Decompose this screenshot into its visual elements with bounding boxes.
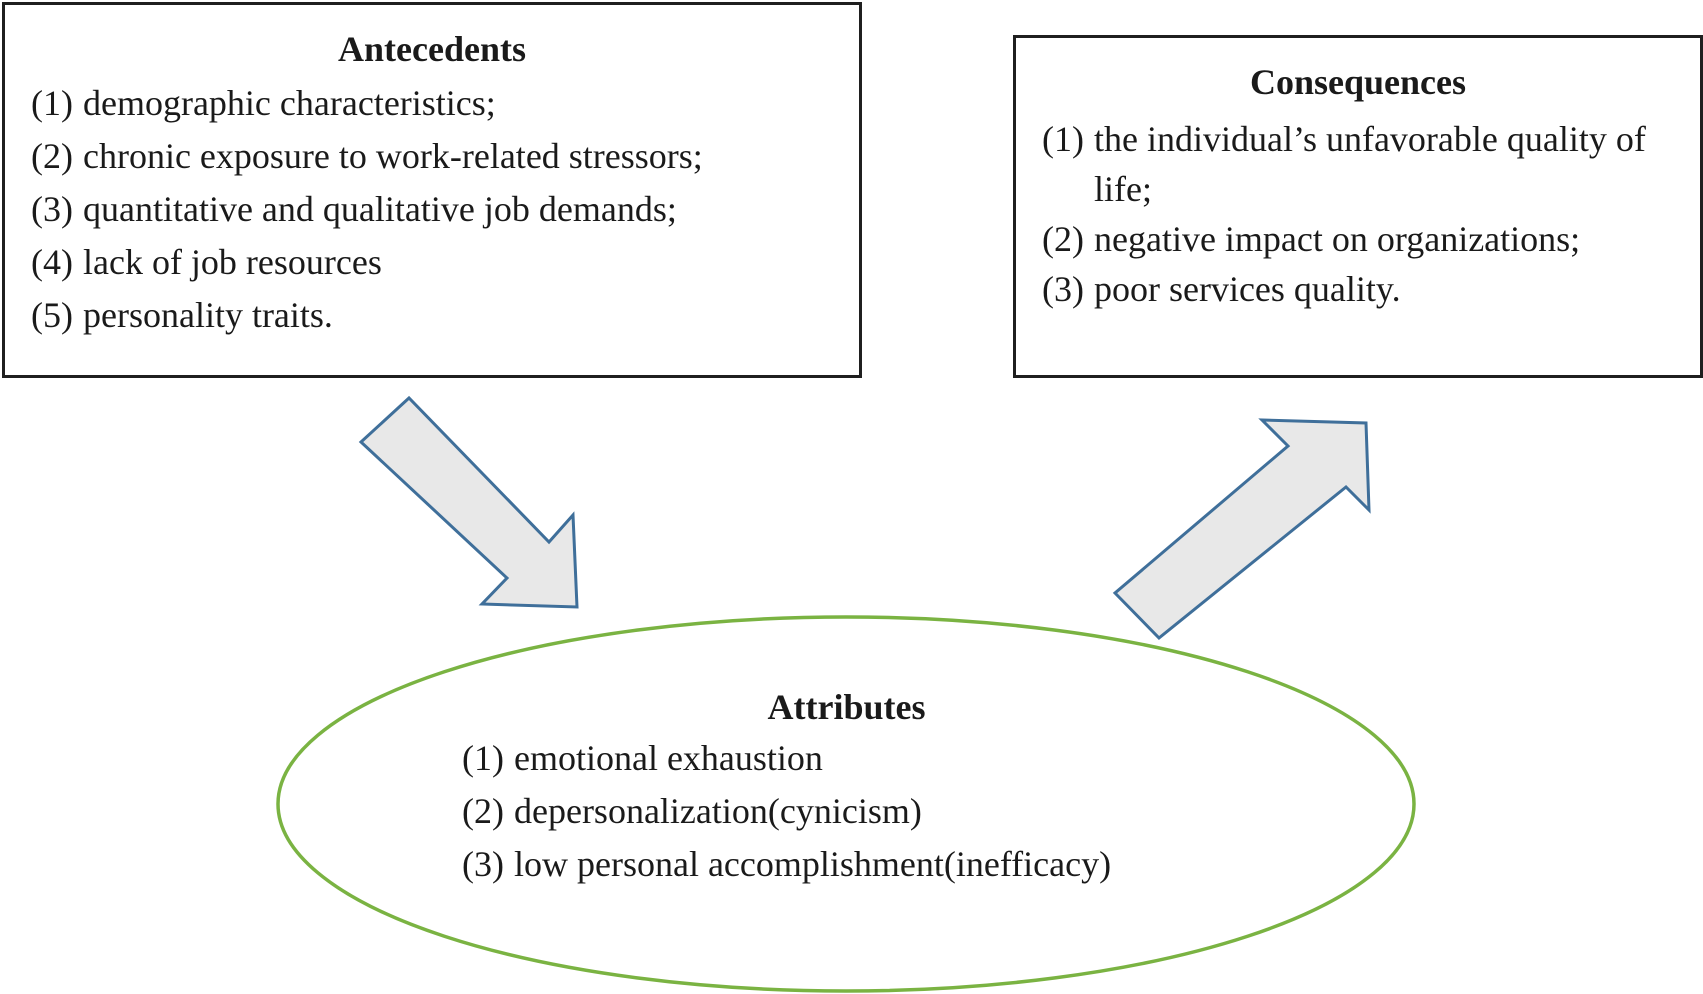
item-number: (1) <box>462 738 504 778</box>
list-item: (1) emotional exhaustion <box>462 732 1231 785</box>
attributes-list: (1) emotional exhaustion (2) depersonali… <box>462 732 1231 891</box>
item-text: chronic exposure to work-related stresso… <box>82 136 703 176</box>
item-number: (2) <box>462 791 504 831</box>
list-item: (4) lack of job resources <box>31 236 703 289</box>
antecedents-box: Antecedents (1) demographic characterist… <box>2 2 862 378</box>
item-text: lack of job resources <box>82 242 382 282</box>
list-item: (3) poor services quality. <box>1042 264 1654 314</box>
item-text: negative impact on organizations; <box>1093 219 1581 259</box>
arrow-attributes-to-consequences <box>1112 418 1371 641</box>
arrow-antecedents-to-attributes <box>358 395 579 609</box>
item-text: demographic characteristics; <box>82 83 496 123</box>
item-text: depersonalization(cynicism) <box>513 791 922 831</box>
antecedents-title: Antecedents <box>338 29 526 69</box>
item-number: (1) <box>1042 119 1084 159</box>
item-number: (2) <box>31 136 73 176</box>
attributes-content: Attributes (1) emotional exhaustion (2) … <box>462 686 1231 891</box>
list-item: (3) quantitative and qualitative job dem… <box>31 183 703 236</box>
list-item: (1) demographic characteristics; <box>31 77 703 130</box>
consequences-box: Consequences (1) the individual’s unfavo… <box>1013 35 1703 378</box>
list-item: (2) chronic exposure to work-related str… <box>31 130 703 183</box>
item-number: (5) <box>31 295 73 335</box>
consequences-title: Consequences <box>1249 62 1467 102</box>
item-text: quantitative and qualitative job demands… <box>82 189 677 229</box>
item-text: emotional exhaustion <box>513 738 823 778</box>
item-number: (2) <box>1042 219 1084 259</box>
item-number: (3) <box>462 844 504 884</box>
consequences-list: (1) the individual’s unfavorable quality… <box>1042 114 1654 314</box>
list-item: (2) negative impact on organizations; <box>1042 214 1654 264</box>
antecedents-list: (1) demographic characteristics; (2) chr… <box>31 77 703 342</box>
item-number: (4) <box>31 242 73 282</box>
list-item: (3) low personal accomplishment(ineffica… <box>462 838 1231 891</box>
item-text: low personal accomplishment(inefficacy) <box>513 844 1112 884</box>
list-item: (2) depersonalization(cynicism) <box>462 785 1231 838</box>
item-number: (3) <box>31 189 73 229</box>
attributes-ellipse <box>276 615 1416 993</box>
item-text: the individual’s unfavorable quality of … <box>1093 119 1646 209</box>
item-text: poor services quality. <box>1093 269 1401 309</box>
list-item: (1) the individual’s unfavorable quality… <box>1042 114 1654 214</box>
list-item: (5) personality traits. <box>31 289 703 342</box>
item-text: personality traits. <box>82 295 333 335</box>
item-number: (1) <box>31 83 73 123</box>
attributes-title: Attributes <box>767 687 926 727</box>
item-number: (3) <box>1042 269 1084 309</box>
